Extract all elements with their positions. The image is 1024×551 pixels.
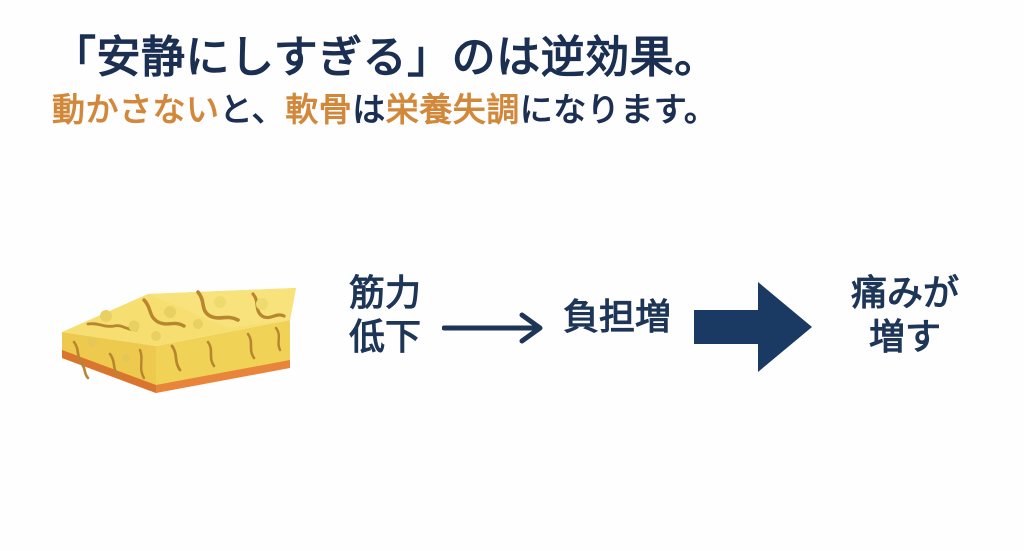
flow-stage-more-pain: 痛みが 増す [825,272,985,360]
subtitle-segment-3: 軟骨 [285,89,353,129]
arrow-right-icon [442,308,550,348]
subtitle-segment-1: 動かさない [52,89,220,129]
subtitle-segment-4: は [352,89,386,129]
subtitle-segment-2: と、 [219,89,286,129]
headline-block: 「安静にしすぎる」のは逆効果。 動かさないと、軟骨は栄養失調になります。 [52,32,982,130]
page-title: 「安静にしすぎる」のは逆効果。 [52,32,719,83]
flow-stage-increased-load: 負担増 [552,296,682,340]
flow-stage-muscle-decline: 筋力 低下 [330,272,440,360]
block-arrow-right-icon [692,280,814,374]
flow-stage-3-line-1: 痛みが [850,273,959,314]
flow-stage-1-line-1: 筋力 [348,273,421,314]
cracked-cartilage-icon [48,250,338,410]
subtitle: 動かさないと、軟骨は栄養失調になります。 [52,90,982,130]
flow-stage-1-line-2: 低下 [348,316,421,358]
subtitle-segment-5: 栄養失調 [385,89,520,129]
subtitle-segment-6: になります。 [519,89,718,129]
flow-stage-3-line-2: 増す [868,316,941,358]
flow-diagram: 筋力 低下 負担増 痛みが 増す [330,268,990,388]
flow-stage-2-line-1: 負担増 [562,297,671,338]
